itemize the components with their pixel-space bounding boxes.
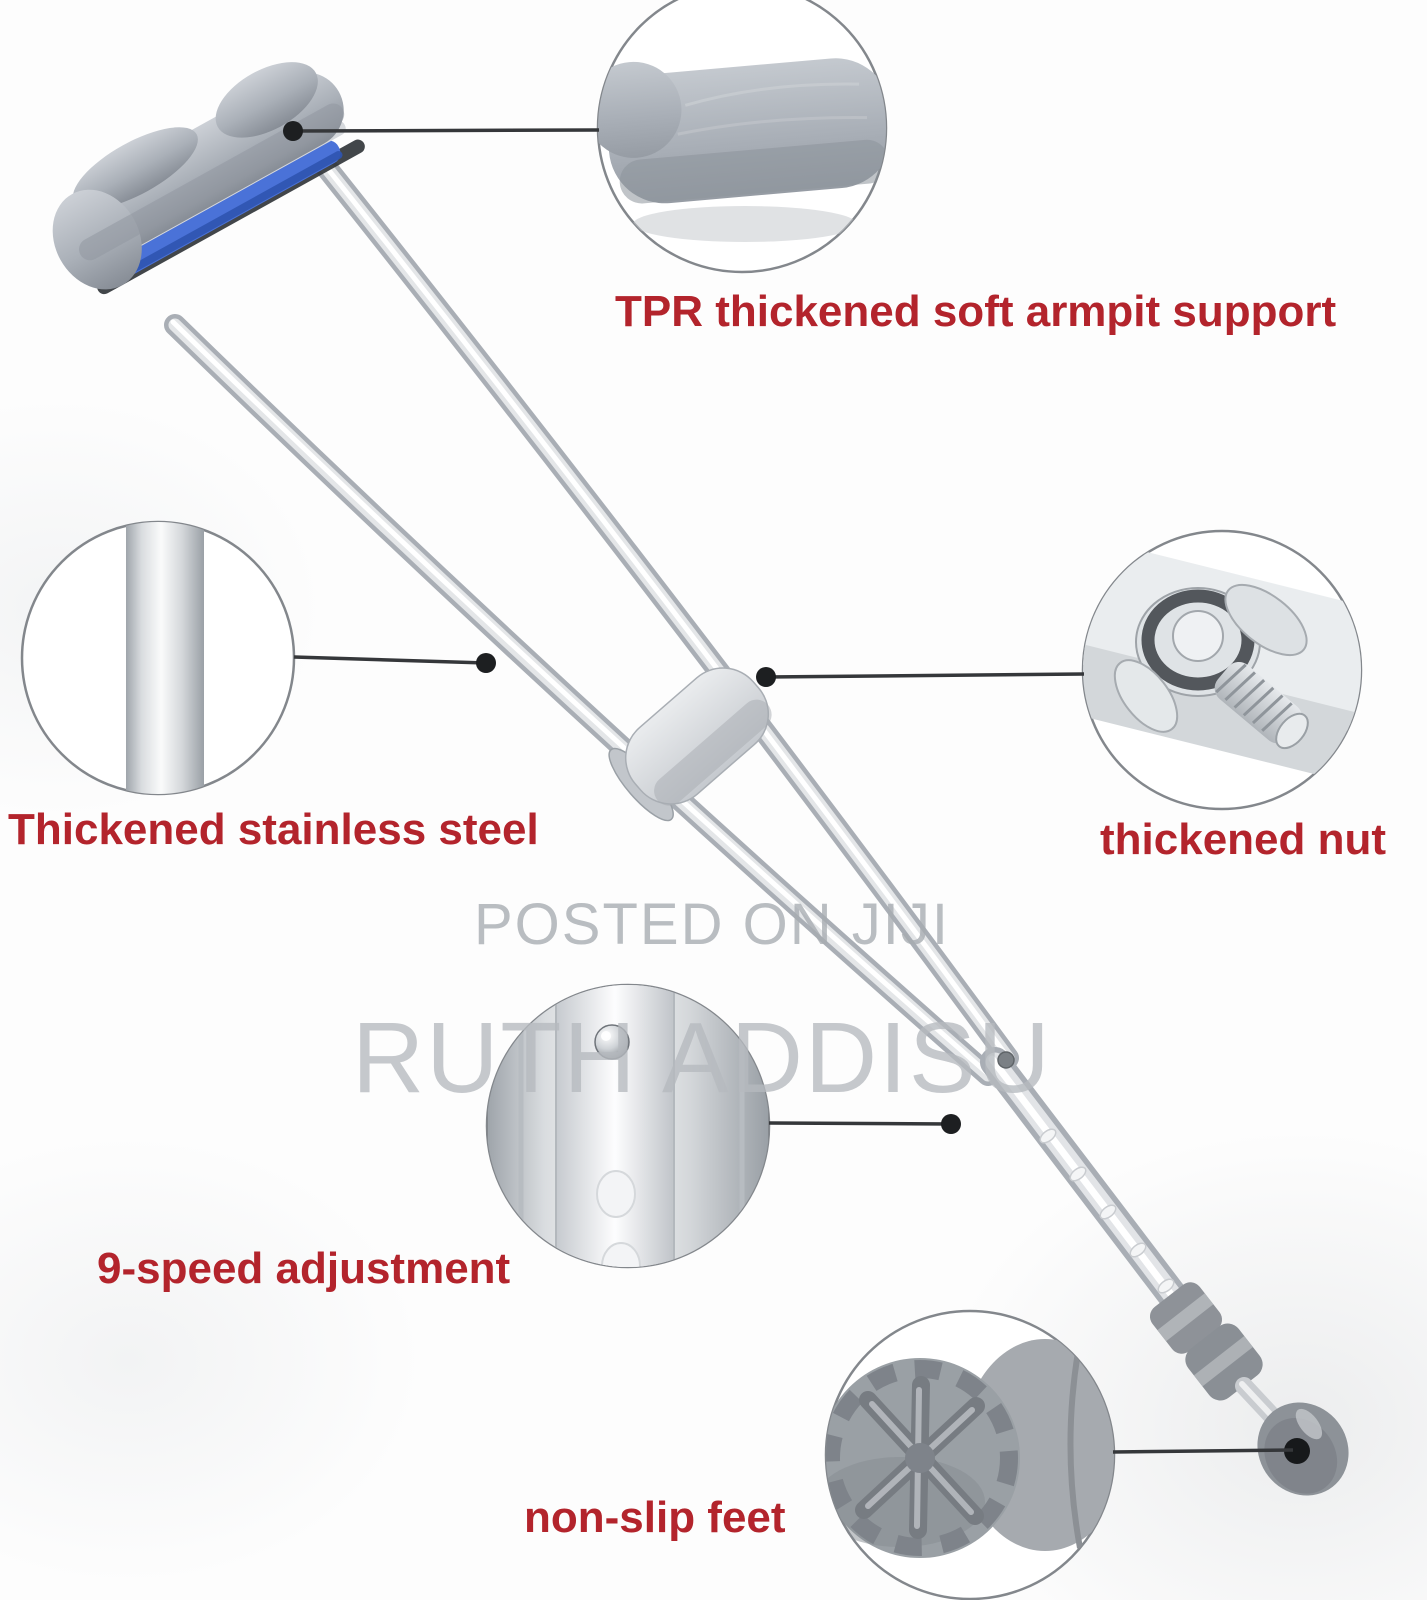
adjustment-holes bbox=[1039, 1128, 1175, 1294]
armpit-pad bbox=[52, 62, 365, 295]
hand-grip bbox=[608, 667, 772, 822]
pad-blue-strip bbox=[102, 140, 341, 284]
wing-nut-closeup bbox=[1083, 536, 1361, 784]
watermark-line1: POSTED ON JIJI bbox=[474, 892, 950, 957]
leader-steel bbox=[293, 655, 487, 665]
callout-wing-nut bbox=[1081, 529, 1363, 811]
crutch-frame bbox=[52, 62, 1349, 1496]
non-slip-foot-closeup bbox=[826, 1339, 1114, 1558]
lower-shaft bbox=[980, 1047, 1220, 1353]
leader-nut bbox=[765, 672, 1085, 679]
left-tube bbox=[164, 314, 999, 1086]
steel-tube-closeup bbox=[126, 522, 204, 794]
callout-armpit-pad bbox=[596, 0, 888, 274]
label-thickened-nut: thickened nut bbox=[1100, 815, 1387, 864]
leader-adjustment bbox=[768, 1121, 952, 1126]
label-non-slip-feet: non-slip feet bbox=[524, 1493, 786, 1542]
callout-non-slip-foot bbox=[824, 1309, 1116, 1600]
shaft-bolt bbox=[997, 1051, 1015, 1069]
leader-lines bbox=[292, 128, 1294, 1454]
label-stainless-steel: Thickened stainless steel bbox=[8, 805, 539, 854]
label-9-speed-adjustment: 9-speed adjustment bbox=[97, 1244, 511, 1293]
leader-armpit bbox=[292, 128, 600, 133]
leader-feet bbox=[1112, 1448, 1294, 1454]
leader-dots bbox=[283, 121, 961, 1134]
watermark-line2: RUTH ADDISU bbox=[352, 1002, 1052, 1114]
right-tube bbox=[311, 151, 1019, 1069]
callout-steel-tube bbox=[20, 520, 296, 796]
label-armpit-support: TPR thickened soft armpit support bbox=[615, 287, 1337, 336]
foot-assembly bbox=[1149, 1282, 1349, 1496]
